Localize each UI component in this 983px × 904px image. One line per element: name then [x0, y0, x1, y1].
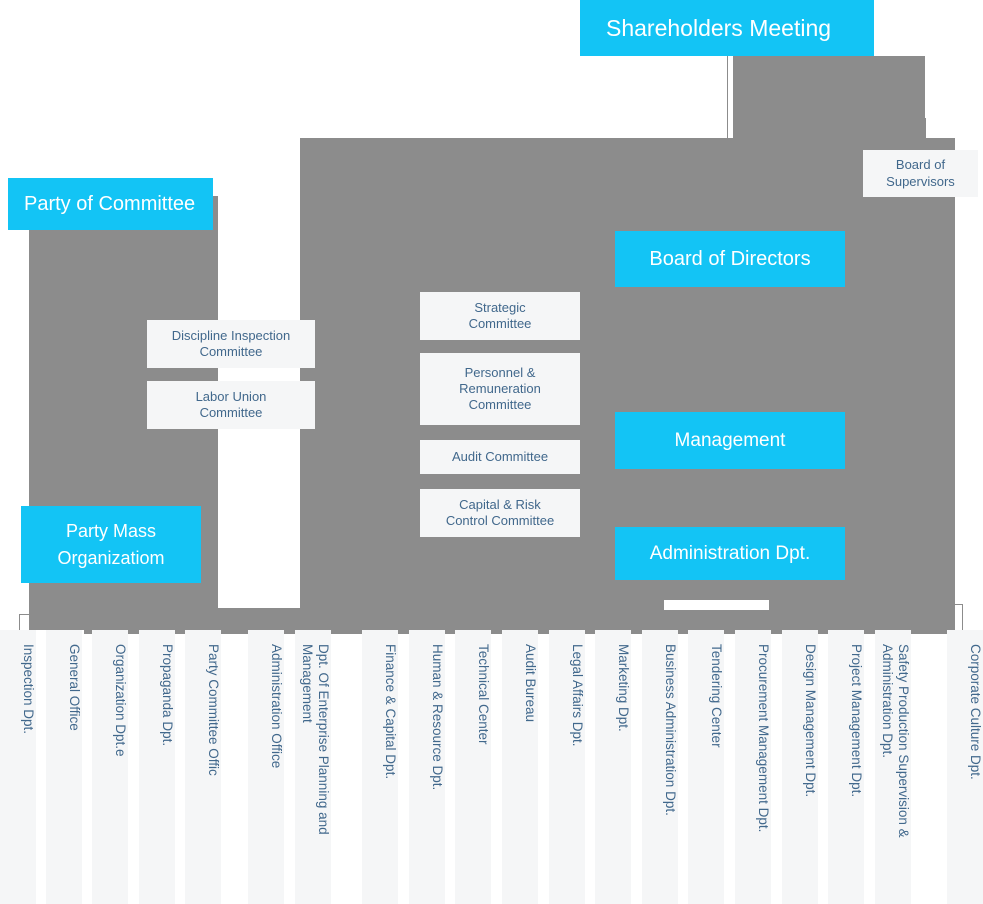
node-board-of-supervisors-label: Board of Supervisors: [886, 156, 955, 189]
dept-column-general-office[interactable]: General Office: [46, 630, 82, 904]
dept-label: Finance & Capital Dpt.: [383, 644, 398, 780]
dept-column-legal-affairs-dpt[interactable]: Legal Affairs Dpt.: [549, 630, 585, 904]
node-party-of-committee-label: Party of Committee: [24, 192, 196, 215]
dept-label: Safety Production Supervision & Administ…: [880, 644, 911, 838]
backbone-bottom-bar-notch: [664, 600, 769, 610]
dept-column-project-management-dpt[interactable]: Project Management Dpt.: [828, 630, 864, 904]
dept-column-corporate-culture-dpt[interactable]: Corporate Culture Dpt.: [947, 630, 983, 904]
dept-label: Propaganda Dpt.: [160, 644, 175, 747]
dept-label: Technical Center: [476, 644, 491, 745]
dept-label: Business Administration Dpt.: [663, 644, 678, 816]
dept-label: Project Management Dpt.: [849, 644, 864, 798]
dept-label: Corporate Culture Dpt.: [968, 644, 983, 780]
connector-right-outer-vertical: [962, 604, 963, 634]
dept-label: Party Committee Offic: [206, 644, 221, 776]
node-committee-audit-label: Audit Committee: [451, 449, 549, 465]
connector-left-outer-horizontal: [19, 614, 85, 615]
node-committee-capital-risk-control-label: Capital & Risk Control Committee: [445, 497, 555, 528]
node-administration-dpt-label: Administration Dpt.: [649, 542, 811, 564]
dept-label: Procurement Management Dpt.: [756, 644, 771, 833]
connector-supervisors-tick: [925, 118, 926, 140]
dept-column-organization-dpt[interactable]: Organization Dpt.e: [92, 630, 128, 904]
node-party-mass-organization[interactable]: Party Mass Organizatiom: [21, 506, 201, 583]
dept-column-design-management-dpt[interactable]: Design Management Dpt.: [782, 630, 818, 904]
node-management[interactable]: Management: [615, 412, 845, 469]
node-committee-strategic[interactable]: Strategic Committee: [420, 292, 580, 340]
node-board-of-directors-label: Board of Directors: [649, 247, 811, 270]
dept-column-finance-capital-dpt[interactable]: Finance & Capital Dpt.: [362, 630, 398, 904]
node-committee-audit[interactable]: Audit Committee: [420, 440, 580, 474]
node-board-of-directors[interactable]: Board of Directors: [615, 231, 845, 287]
node-shareholders-meeting[interactable]: Shareholders Meeting: [580, 0, 874, 56]
node-board-of-supervisors[interactable]: Board of Supervisors: [863, 150, 978, 197]
dept-column-audit-bureau[interactable]: Audit Bureau: [502, 630, 538, 904]
backbone-bottom-bar-right: [269, 608, 955, 634]
node-shareholders-meeting-label: Shareholders Meeting: [606, 14, 832, 41]
connector-left-outer-vertical: [19, 614, 20, 640]
dept-label: Tendering Center: [709, 644, 724, 748]
node-administration-dpt[interactable]: Administration Dpt.: [615, 527, 845, 580]
backbone-top-trunk-gap-left: [727, 56, 733, 140]
dept-label: Inspection Dpt.: [21, 644, 36, 735]
node-committee-personnel-remuneration[interactable]: Personnel & Remuneration Committee: [420, 353, 580, 425]
dept-label: Dpt. Of Enterprise Planning and Manageme…: [300, 644, 331, 835]
node-labor-union-committee-label: Labor Union Committee: [195, 389, 267, 420]
dept-column-business-administration-dpt[interactable]: Business Administration Dpt.: [642, 630, 678, 904]
node-committee-strategic-label: Strategic Committee: [468, 300, 532, 331]
dept-column-technical-center[interactable]: Technical Center: [455, 630, 491, 904]
dept-label: Design Management Dpt.: [803, 644, 818, 798]
dept-column-safety-production-supervision-administration-dpt[interactable]: Safety Production Supervision & Administ…: [875, 630, 911, 904]
dept-label: General Office: [67, 644, 82, 731]
dept-label: Legal Affairs Dpt.: [570, 644, 585, 747]
dept-column-inspection-dpt[interactable]: Inspection Dpt.: [0, 630, 36, 904]
dept-column-enterprise-planning-management[interactable]: Dpt. Of Enterprise Planning and Manageme…: [295, 630, 331, 904]
node-discipline-inspection-committee[interactable]: Discipline Inspection Committee: [147, 320, 315, 368]
node-management-label: Management: [674, 429, 786, 451]
dept-column-human-resource-dpt[interactable]: Human & Resource Dpt.: [409, 630, 445, 904]
connector-shareholders-down: [727, 56, 728, 140]
dept-column-tendering-center[interactable]: Tendering Center: [688, 630, 724, 904]
dept-column-propaganda-dpt[interactable]: Propaganda Dpt.: [139, 630, 175, 904]
dept-column-party-committee-office[interactable]: Party Committee Offic: [185, 630, 221, 904]
dept-label: Organization Dpt.e: [113, 644, 128, 757]
connector-right-outer-horizontal: [900, 604, 963, 605]
dept-column-procurement-management-dpt[interactable]: Procurement Management Dpt.: [735, 630, 771, 904]
node-party-mass-organization-label: Party Mass Organizatiom: [57, 521, 165, 568]
backbone-top-trunk: [733, 56, 925, 140]
node-committee-personnel-remuneration-label: Personnel & Remuneration Committee: [459, 365, 541, 412]
node-discipline-inspection-committee-label: Discipline Inspection Committee: [171, 328, 291, 359]
dept-column-administration-office[interactable]: Administration Office: [248, 630, 284, 904]
node-labor-union-committee[interactable]: Labor Union Committee: [147, 381, 315, 429]
dept-label: Marketing Dpt.: [616, 644, 631, 732]
node-party-of-committee[interactable]: Party of Committee: [8, 178, 213, 230]
dept-label: Human & Resource Dpt.: [430, 644, 445, 791]
node-committee-capital-risk-control[interactable]: Capital & Risk Control Committee: [420, 489, 580, 537]
dept-label: Administration Office: [269, 644, 284, 769]
dept-label: Audit Bureau: [523, 644, 538, 723]
dept-column-marketing-dpt[interactable]: Marketing Dpt.: [595, 630, 631, 904]
